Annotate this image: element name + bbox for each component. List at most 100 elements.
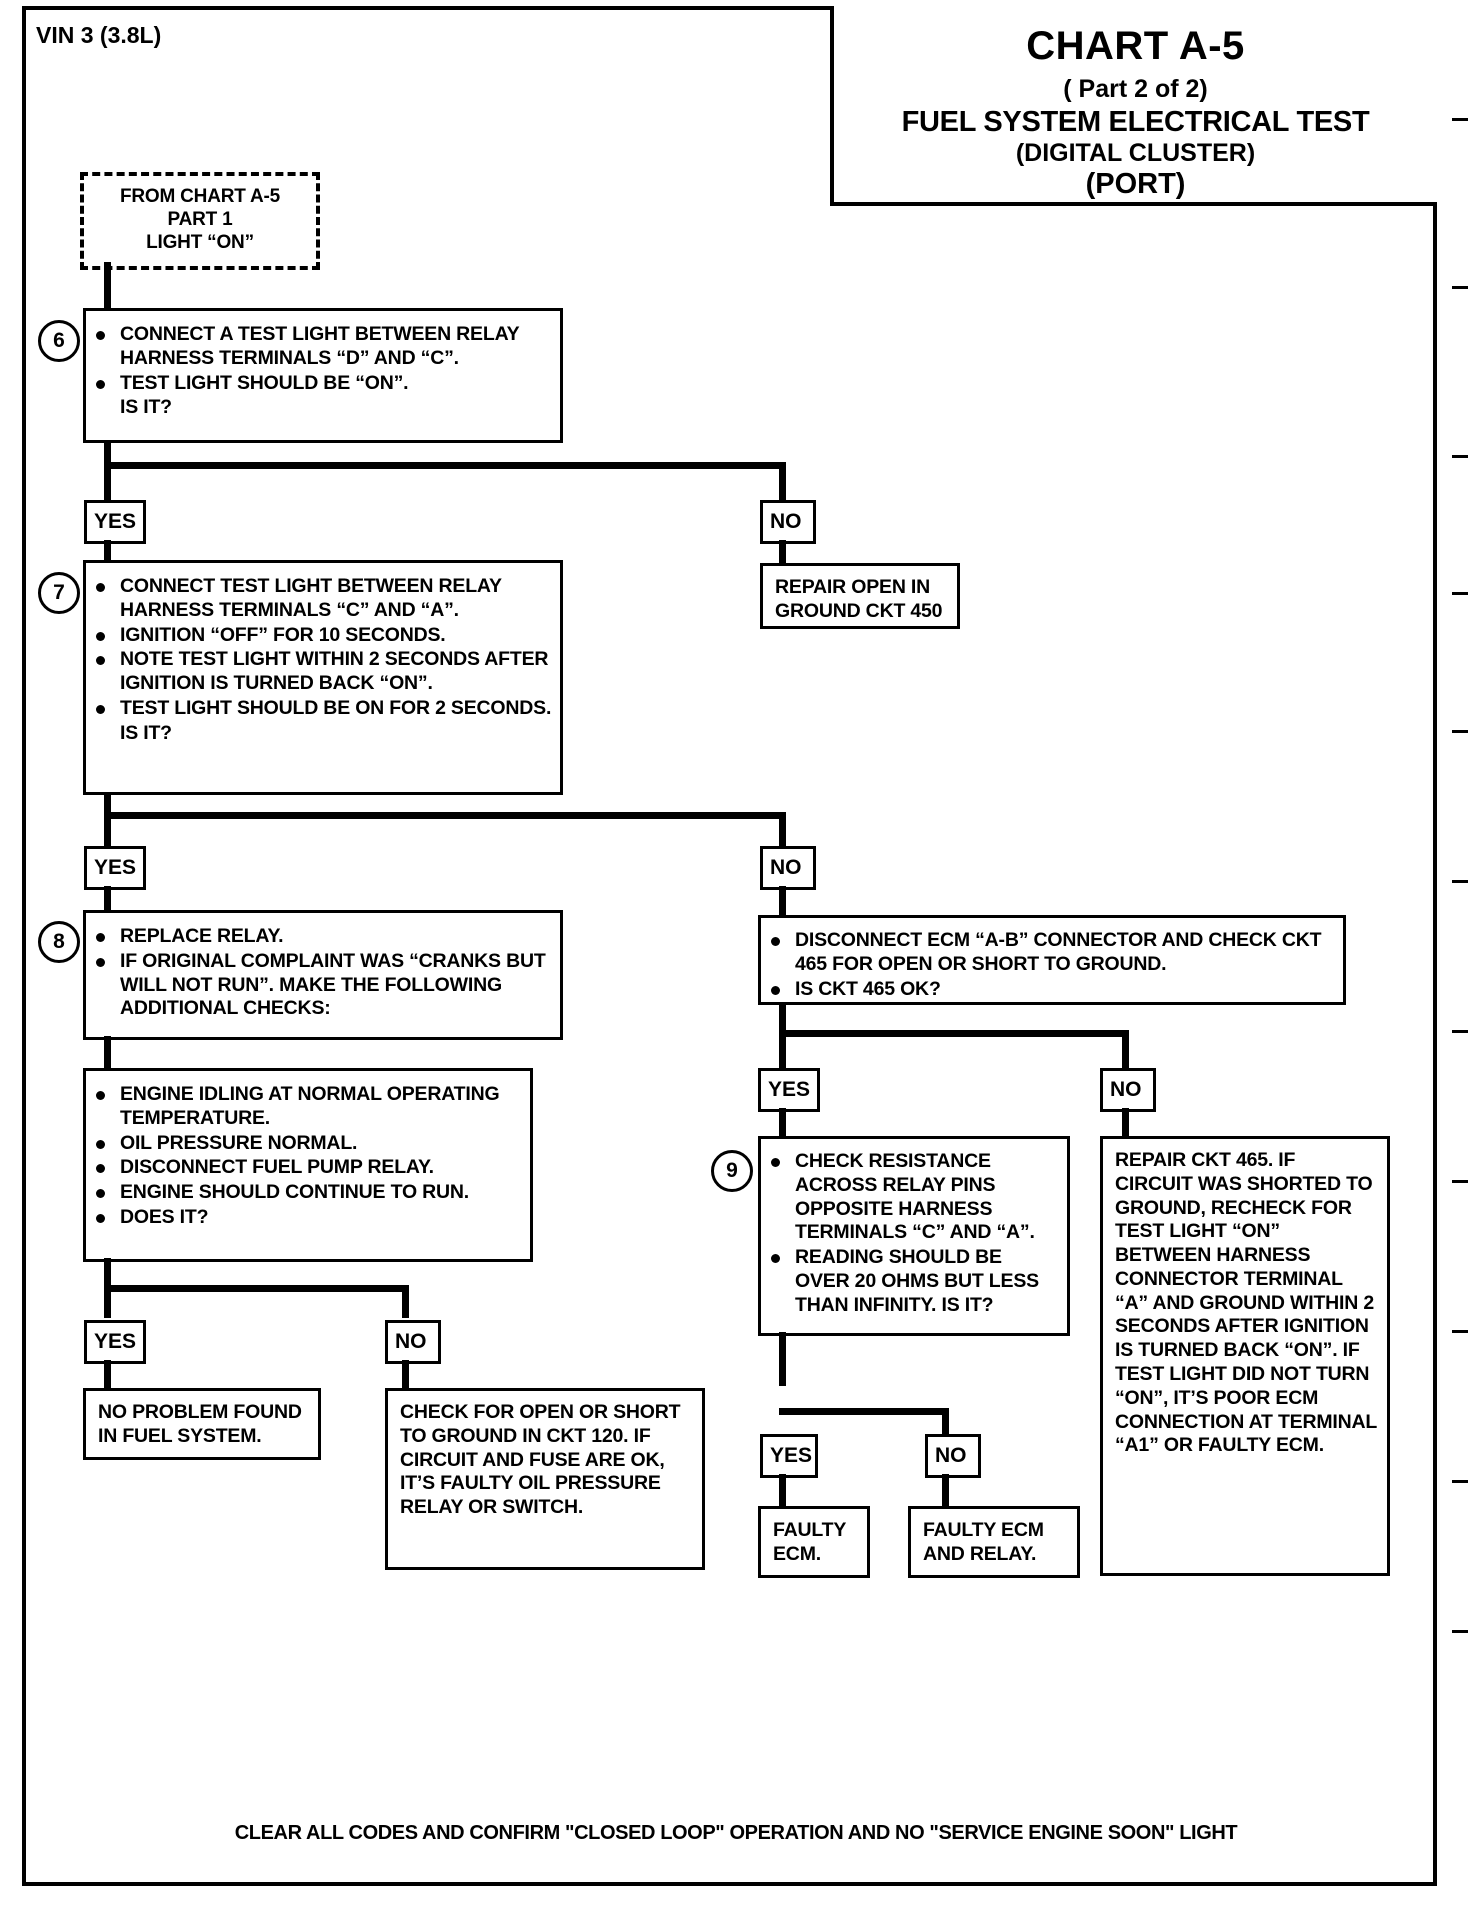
branch-yes-step7: YES [84, 846, 146, 890]
margin-tick [1452, 730, 1468, 733]
step-8-check-3: DISCONNECT FUEL PUMP RELAY. [86, 1156, 524, 1180]
result-faulty-ecm-relay-text: FAULTY ECM AND RELAY. [923, 1519, 1044, 1565]
step-number-6: 6 [38, 320, 80, 362]
margin-tick [1452, 118, 1468, 121]
step-6-tail: IS IT? [120, 396, 172, 419]
result-repair-ckt465-box: REPAIR CKT 465. IF CIRCUIT WAS SHORTED T… [1100, 1136, 1390, 1576]
step-6-bullet-1: CONNECT A TEST LIGHT BETWEEN RELAY HARNE… [86, 323, 554, 371]
entry-line-3: LIGHT “ON” [146, 232, 254, 254]
branch-no-step6: NO [760, 500, 816, 544]
step-number-9: 9 [711, 1150, 753, 1192]
result-repair-ground-text: REPAIR OPEN IN GROUND CKT 450 [775, 576, 943, 622]
step-7-bullet-4: TEST LIGHT SHOULD BE ON FOR 2 SECONDS. [86, 697, 554, 721]
step-8-box: REPLACE RELAY. IF ORIGINAL COMPLAINT WAS… [83, 910, 563, 1040]
result-check-ckt120-box: CHECK FOR OPEN OR SHORT TO GROUND IN CKT… [385, 1388, 705, 1570]
margin-tick [1452, 1330, 1468, 1333]
connector-step6-no-down [779, 462, 786, 506]
step-6-bullet-2: TEST LIGHT SHOULD BE “ON”. [86, 372, 554, 396]
step-7-box: CONNECT TEST LIGHT BETWEEN RELAY HARNESS… [83, 560, 563, 795]
chart-port-note: (PORT) [1085, 168, 1186, 200]
result-faulty-ecm-text: FAULTY ECM. [773, 1519, 846, 1565]
entry-line-1: FROM CHART A-5 [119, 186, 281, 207]
chart-title: CHART A-5 [1026, 24, 1245, 68]
connector-no8-to-result [402, 1360, 409, 1390]
result-no-problem-text: NO PROBLEM FOUND IN FUEL SYSTEM. [98, 1401, 302, 1447]
chart-subtitle: FUEL SYSTEM ELECTRICAL TEST [901, 106, 1370, 138]
connector-ecm-no-down [1122, 1030, 1129, 1072]
connector-step8-to-no [104, 1285, 409, 1292]
ecm-check-bullet-1: DISCONNECT ECM “A-B” CONNECTOR AND CHECK… [761, 929, 1335, 977]
entry-line-2: PART 1 [167, 209, 233, 231]
step-9-bullet-1: CHECK RESISTANCE ACROSS RELAY PINS OPPOS… [761, 1150, 1061, 1245]
step-9-bullet-2: READING SHOULD BE OVER 20 OHMS BUT LESS … [761, 1246, 1061, 1317]
result-repair-ckt465-text: REPAIR CKT 465. IF CIRCUIT WAS SHORTED T… [1115, 1149, 1377, 1457]
chart-part-label: ( Part 2 of 2) [1063, 75, 1208, 103]
step-8-bullet-1: REPLACE RELAY. [86, 925, 554, 949]
step-number-7: 7 [38, 572, 80, 614]
connector-ecm-down [779, 1002, 786, 1072]
step-7-bullet-3: NOTE TEST LIGHT WITHIN 2 SECONDS AFTER I… [86, 648, 554, 696]
connector-step7-to-no [104, 812, 786, 819]
connector-step8-to-checks [104, 1036, 111, 1072]
branch-no-step9: NO [925, 1434, 981, 1478]
branch-no-step8: NO [385, 1320, 441, 1364]
chart-cluster-note: (DIGITAL CLUSTER) [1015, 139, 1256, 167]
margin-tick [1452, 1030, 1468, 1033]
connector-step7-no-down [779, 812, 786, 852]
result-repair-ground-box: REPAIR OPEN IN GROUND CKT 450 [760, 563, 960, 629]
title-block: CHART A-5 ( Part 2 of 2) FUEL SYSTEM ELE… [830, 6, 1437, 206]
ecm-check-bullet-2: IS CKT 465 OK? [761, 978, 1335, 1002]
connector-step8-no-down [402, 1285, 409, 1318]
footer-note: CLEAR ALL CODES AND CONFIRM "CLOSED LOOP… [234, 1822, 1238, 1844]
branch-yes-step9: YES [760, 1434, 818, 1478]
margin-tick [1452, 1630, 1468, 1633]
step-8-check-2: OIL PRESSURE NORMAL. [86, 1132, 524, 1156]
result-check-ckt120-text: CHECK FOR OPEN OR SHORT TO GROUND IN CKT… [400, 1401, 681, 1519]
margin-tick [1452, 455, 1468, 458]
result-faulty-ecm-box: FAULTY ECM. [758, 1506, 870, 1578]
margin-tick [1452, 880, 1468, 883]
connector-step7-down [104, 792, 111, 852]
step-8-bullet-2: IF ORIGINAL COMPLAINT WAS “CRANKS BUT WI… [86, 950, 554, 1021]
connector-yes9-to-ecm [779, 1474, 786, 1510]
branch-yes-step6: YES [84, 500, 146, 544]
connector-no7-to-ecm [779, 886, 786, 918]
connector-step9-to-no [779, 1408, 949, 1415]
connector-ecm-to-no [779, 1030, 1129, 1037]
branch-no-ecm: NO [1100, 1068, 1156, 1112]
entry-box: FROM CHART A-5 PART 1 LIGHT “ON” [80, 172, 320, 270]
step-8-check-1: ENGINE IDLING AT NORMAL OPERATING TEMPER… [86, 1083, 524, 1131]
result-faulty-ecm-relay-box: FAULTY ECM AND RELAY. [908, 1506, 1080, 1578]
connector-step9-no-down [942, 1408, 949, 1436]
branch-yes-ecm: YES [758, 1068, 820, 1112]
step-8-check-4: ENGINE SHOULD CONTINUE TO RUN. [86, 1181, 524, 1205]
step-8-check-5: DOES IT? [86, 1206, 524, 1230]
step-6-box: CONNECT A TEST LIGHT BETWEEN RELAY HARNE… [83, 308, 563, 443]
margin-tick [1452, 592, 1468, 595]
branch-yes-step8: YES [84, 1320, 146, 1364]
connector-entry-to-step6 [104, 262, 111, 310]
step-7-tail: IS IT? [120, 721, 172, 744]
margin-tick [1452, 1180, 1468, 1183]
step-7-bullet-1: CONNECT TEST LIGHT BETWEEN RELAY HARNESS… [86, 575, 554, 623]
connector-yes8-to-result [104, 1360, 111, 1390]
connector-step6-to-no [104, 462, 786, 469]
step-number-8: 8 [38, 921, 80, 963]
margin-tick [1452, 286, 1468, 289]
vin-label: VIN 3 (3.8L) [36, 22, 162, 48]
step-9-box: CHECK RESISTANCE ACROSS RELAY PINS OPPOS… [758, 1136, 1070, 1336]
margin-tick [1452, 1480, 1468, 1483]
connector-yes-ecm-to-step9 [779, 1108, 786, 1138]
result-no-problem-box: NO PROBLEM FOUND IN FUEL SYSTEM. [83, 1388, 321, 1460]
connector-no9-to-ecm-relay [942, 1474, 949, 1510]
ecm-check-box: DISCONNECT ECM “A-B” CONNECTOR AND CHECK… [758, 915, 1346, 1005]
connector-step9-down [779, 1332, 786, 1386]
connector-yes6-to-step7 [104, 540, 111, 562]
page-border [22, 6, 1437, 1886]
connector-no-ecm-to-repair [1122, 1108, 1129, 1140]
connector-no6-to-repair [779, 540, 786, 566]
step-8-checks-box: ENGINE IDLING AT NORMAL OPERATING TEMPER… [83, 1068, 533, 1262]
connector-step6-down [104, 440, 111, 506]
branch-no-step7: NO [760, 846, 816, 890]
step-7-bullet-2: IGNITION “OFF” FOR 10 SECONDS. [86, 624, 554, 648]
